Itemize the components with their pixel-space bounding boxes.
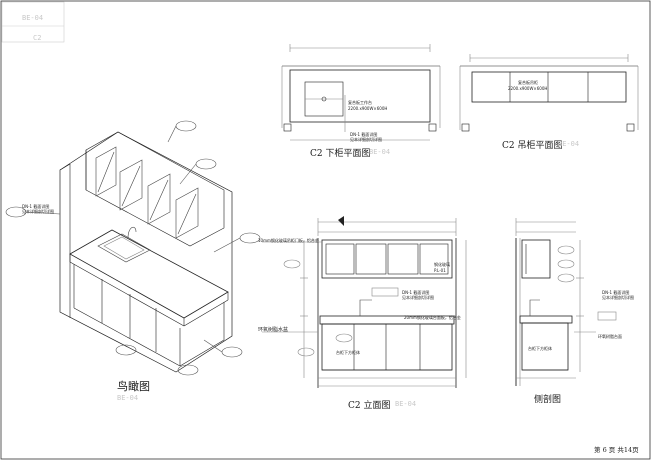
page-suffix: 页 bbox=[632, 446, 639, 454]
page-prefix: 第 bbox=[594, 446, 601, 454]
section-linework bbox=[515, 218, 617, 386]
wall-plan-note-2: 2200.x900W×600H bbox=[508, 86, 548, 91]
wall-cabinet-plan-ghost: BE-04 bbox=[558, 140, 580, 148]
elevation-right-note-1: 钢化玻璃 bbox=[434, 262, 450, 267]
lower-cabinet-plan-title: C2 下柜平面图 bbox=[310, 149, 371, 159]
elevation-mid-note: 20mm钢化玻璃台面板，铝合金 bbox=[404, 315, 461, 320]
lower-cabinet-plan-linework bbox=[281, 44, 441, 141]
wall-cabinet-plan-title: C2 吊柜平面图 bbox=[502, 141, 563, 151]
elevation-callout-1: DN-1 截面详图 bbox=[402, 290, 430, 295]
wall-plan-note-1: 复合板吊柜 bbox=[518, 80, 538, 85]
elevation-cabinet-note: 台柜下方柜体 bbox=[336, 350, 360, 355]
elevation-title: C2 立面图 bbox=[348, 401, 391, 411]
birdseye-callout-2: 见本详细剖切详图 bbox=[22, 209, 54, 214]
section-callout-2: 见本详细剖切详图 bbox=[602, 295, 634, 300]
section-cabinet-note: 台柜下方柜体 bbox=[528, 346, 552, 351]
birdseye-callout-1: DN-1 截面详图 bbox=[22, 204, 50, 209]
title-block-code: BE-04 bbox=[22, 14, 44, 22]
title-block-sub: C2 bbox=[33, 34, 42, 42]
elevation-left-label-1: 10mm钢化玻璃吊柜门板，铝合金 bbox=[258, 238, 319, 243]
birdseye-ghost: BE-04 bbox=[117, 394, 139, 402]
title-block bbox=[1, 1, 65, 43]
elevation-right-note-2: P.L-01 bbox=[434, 268, 446, 273]
lower-plan-callout-2: 见本详细剖切详图 bbox=[350, 137, 382, 142]
lower-plan-note-1: 复合板工作台 bbox=[348, 100, 372, 105]
lower-plan-note-2: 2200.x900W×600H bbox=[348, 106, 388, 111]
elevation-left-label-2: 环氧树脂水盆 bbox=[258, 327, 289, 333]
birdseye-linework bbox=[5, 120, 261, 376]
lower-plan-callout-1: DN-1 截面详图 bbox=[350, 132, 378, 137]
section-title: 侧剖图 bbox=[534, 395, 562, 405]
elevation-ghost: BE-04 bbox=[395, 400, 417, 408]
birdseye-title: 鸟瞰图 bbox=[117, 380, 150, 393]
page-footer: 第 6 页 共14页 bbox=[594, 444, 639, 454]
page-mid: 页 共 bbox=[608, 446, 624, 454]
lower-cabinet-plan-ghost: BE-04 bbox=[369, 148, 391, 156]
wall-cabinet-plan-linework bbox=[459, 54, 639, 132]
elevation-callout-2: 见本详细剖切详图 bbox=[402, 295, 434, 300]
section-callout-1: DN-1 截面详图 bbox=[602, 290, 630, 295]
total-pages: 14 bbox=[623, 446, 633, 454]
section-side-note: 环氧树脂台面 bbox=[598, 334, 622, 339]
elevation-linework bbox=[262, 216, 467, 388]
page-number: 6 bbox=[602, 446, 607, 454]
